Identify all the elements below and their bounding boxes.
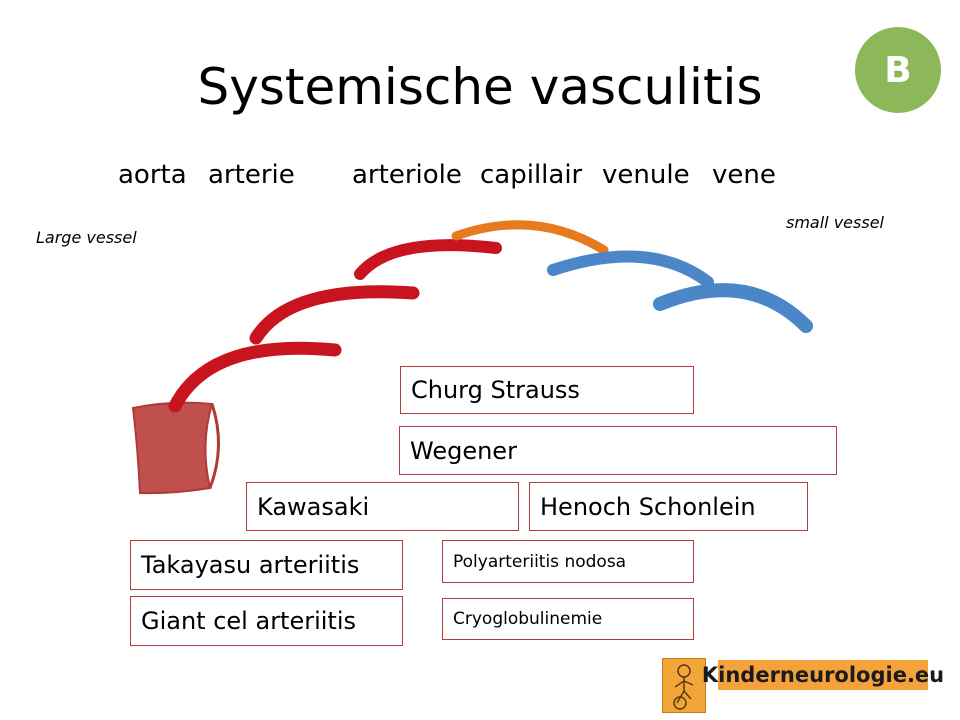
vessel-label-capillair: capillair xyxy=(480,160,583,190)
disease-label: Giant cel arteriitis xyxy=(141,607,357,635)
large-vessel-label: Large vessel xyxy=(36,228,137,247)
aorta-tube xyxy=(131,401,214,495)
artery-arc-2 xyxy=(249,285,420,345)
section-badge: B xyxy=(855,27,941,113)
disease-box-polyarteriitis: Polyarteriitis nodosa xyxy=(442,540,694,583)
disease-label: Wegener xyxy=(410,436,517,465)
vessel-label-venule: venule xyxy=(602,160,690,190)
disease-label: Kawasaki xyxy=(257,492,370,521)
logo-wordmark[interactable]: Kinderneurologie.eu xyxy=(702,660,944,690)
disease-box-takayasu: Takayasu arteriitis xyxy=(130,540,403,590)
artery-arc-3 xyxy=(354,239,502,280)
vessel-label-arterie: arterie xyxy=(208,160,295,190)
artery-arc-1 xyxy=(168,341,342,413)
vessel-label-vene: vene xyxy=(712,160,776,190)
disease-box-cryoglobulinemie: Cryoglobulinemie xyxy=(442,598,694,640)
logo-icon xyxy=(662,658,706,713)
capillary-arc xyxy=(451,220,609,255)
disease-label: Takayasu arteriitis xyxy=(141,551,360,579)
vessel-label-arteriole: arteriole xyxy=(352,160,462,190)
disease-box-kawasaki: Kawasaki xyxy=(246,482,519,531)
disease-label: Cryoglobulinemie xyxy=(453,609,603,629)
disease-box-wegener: Wegener xyxy=(399,426,837,475)
page-title: Systemische vasculitis xyxy=(197,58,763,116)
disease-box-churg-strauss: Churg Strauss xyxy=(400,366,694,414)
disease-box-giant-cell: Giant cel arteriitis xyxy=(130,596,403,646)
vessel-label-aorta: aorta xyxy=(118,160,187,190)
disease-box-henoch-schonlein: Henoch Schonlein xyxy=(529,482,808,531)
disease-label: Polyarteriitis nodosa xyxy=(453,551,627,572)
vein-arc-1 xyxy=(547,250,714,288)
disease-label: Churg Strauss xyxy=(411,376,580,404)
disease-label: Henoch Schonlein xyxy=(540,492,756,521)
vein-arc-2 xyxy=(653,283,813,333)
aorta-opening xyxy=(208,403,220,489)
small-vessel-label: small vessel xyxy=(786,213,884,232)
